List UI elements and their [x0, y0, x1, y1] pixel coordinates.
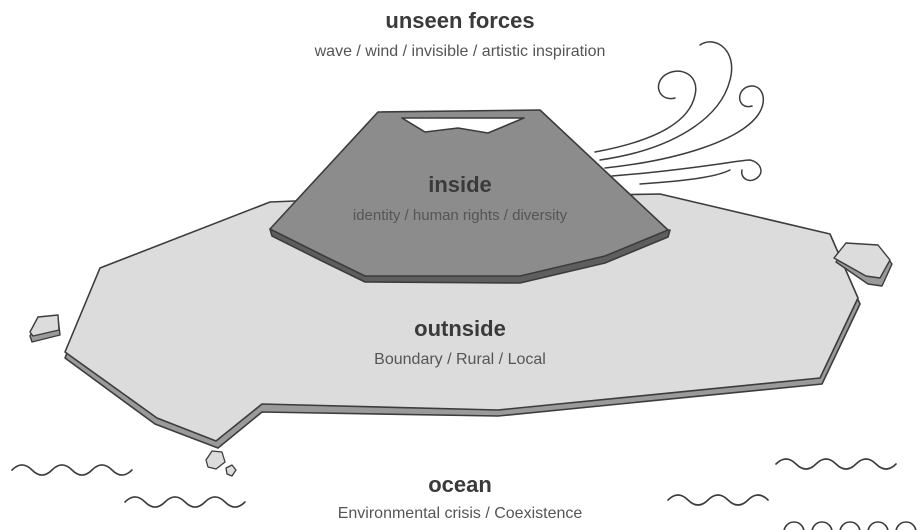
mountain-shape — [269, 109, 671, 284]
rock-icon — [29, 314, 61, 343]
ocean-subtitle: Environmental crisis / Coexistence — [337, 505, 583, 522]
unseen-forces-title: unseen forces — [385, 8, 535, 33]
inside-title: inside — [428, 172, 492, 197]
unseen-forces-subtitle: wave / wind / invisible / artistic inspi… — [314, 43, 606, 60]
island-shape — [64, 193, 861, 449]
rock-icon — [833, 242, 893, 287]
outside-title: outnside — [414, 316, 506, 341]
rock-icon — [205, 450, 237, 477]
wave-icon — [11, 458, 917, 530]
wind-icon — [594, 41, 764, 185]
outside-subtitle: Boundary / Rural / Local — [374, 351, 546, 368]
inside-subtitle: identity / human rights / diversity — [352, 207, 568, 224]
ocean-title: ocean — [428, 472, 492, 497]
